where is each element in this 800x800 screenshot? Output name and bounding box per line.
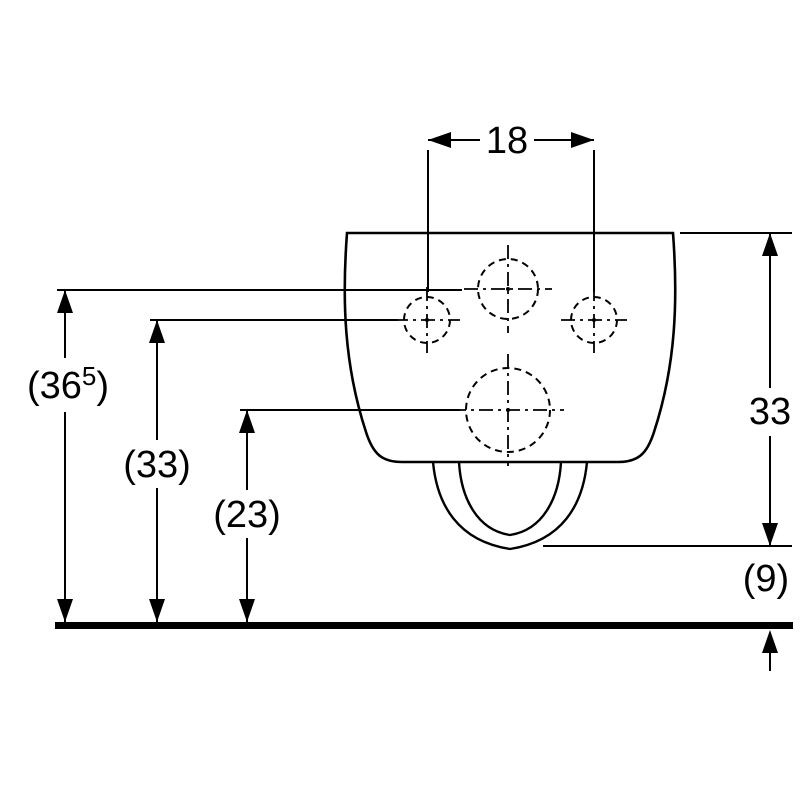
floor-line xyxy=(55,622,793,629)
toilet-body-outline xyxy=(343,231,677,464)
right-fixing-hole xyxy=(561,287,627,353)
left-inner-arrow-top xyxy=(239,410,255,433)
left-inner-arrow-bottom xyxy=(239,599,255,622)
left-fixing-hole xyxy=(394,287,460,353)
hole-spacing-label: 18 xyxy=(486,120,528,162)
trap-inner-curve xyxy=(457,461,563,537)
right-fixing-hole-center-dot xyxy=(592,318,596,322)
dimension-left-outer: (365) xyxy=(27,289,462,622)
left-fixing-hole-center-dot xyxy=(425,318,429,322)
flush-connection-hole xyxy=(464,245,552,333)
left-middle-label: (33) xyxy=(123,444,191,486)
right-height-arrow-bottom xyxy=(762,523,778,546)
hole-spacing-arrow-right xyxy=(571,132,594,148)
outlet-hole xyxy=(452,354,564,466)
right-height-label: 33 xyxy=(749,391,791,433)
outlet-hole-center-dot xyxy=(506,408,510,412)
dimension-right-height: 33 xyxy=(543,232,792,547)
left-middle-arrow-top xyxy=(149,320,165,343)
left-middle-arrow-bottom xyxy=(149,599,165,622)
dimension-hole-spacing: 18 xyxy=(427,120,595,292)
left-outer-label-sup: 5 xyxy=(82,361,96,391)
left-inner-label: (23) xyxy=(213,494,281,536)
trap-outer-curve xyxy=(431,461,589,551)
left-outer-label: (365) xyxy=(27,361,109,407)
left-outer-arrow-top xyxy=(57,290,73,313)
dimension-floor-offset: (9) xyxy=(743,558,789,671)
flush-hole-center-dot xyxy=(506,287,510,291)
right-height-arrow-top xyxy=(762,233,778,256)
left-outer-label-prefix: (36 xyxy=(27,365,82,407)
left-outer-label-suffix: ) xyxy=(96,365,109,407)
hole-spacing-arrow-left xyxy=(428,132,451,148)
floor-offset-arrow-up xyxy=(762,630,778,653)
dimension-left-inner: (23) xyxy=(213,409,460,622)
dimension-left-middle: (33) xyxy=(123,319,398,622)
floor-offset-label: (9) xyxy=(743,558,789,600)
toilet-trap-outline xyxy=(431,461,589,551)
left-outer-arrow-bottom xyxy=(57,599,73,622)
